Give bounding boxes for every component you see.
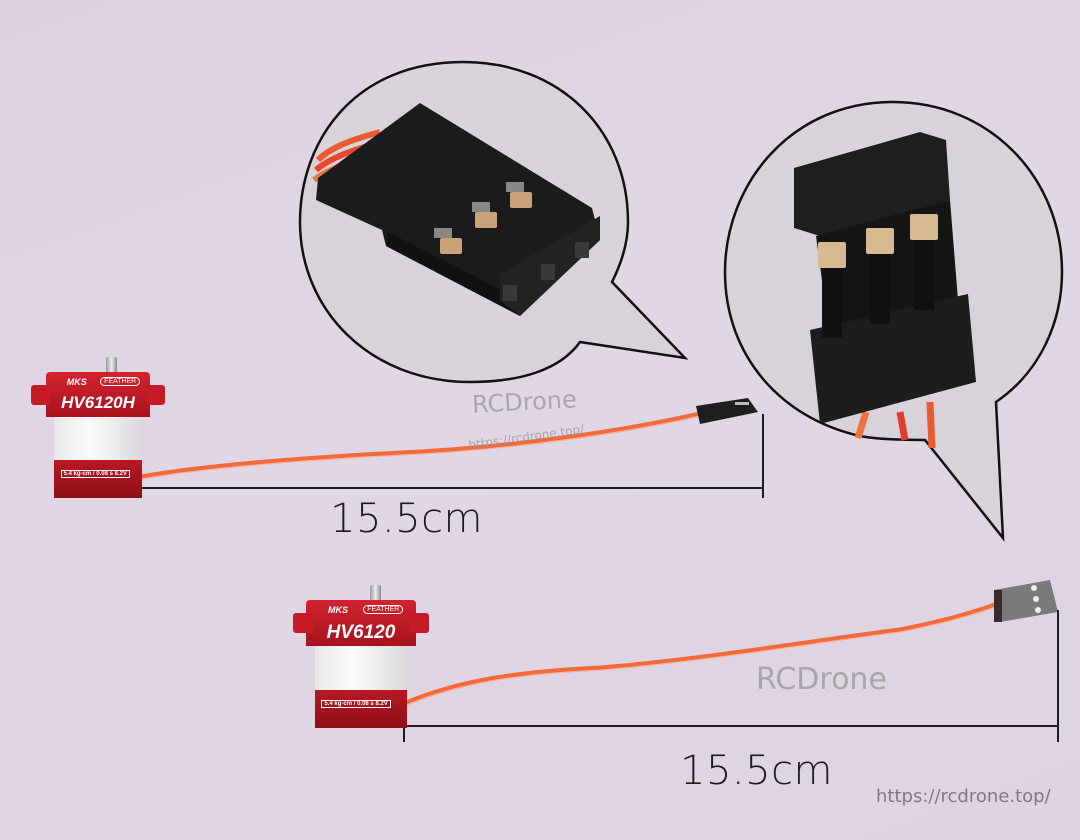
top-small-connector	[696, 398, 758, 424]
top-dimension-line	[129, 414, 764, 498]
watermark-brand-top: RCDrone	[471, 385, 578, 419]
callout-bubble-top-connector	[298, 60, 689, 384]
output-gear-icon	[369, 584, 381, 603]
mount-tab-right	[145, 384, 165, 405]
servo-top: MKS FEATHER HV6120H 5.4 kg-cm / 0.08 s 8…	[31, 356, 165, 498]
bottom-length-label: 15.5cm	[680, 748, 834, 794]
servo-spec: 5.4 kg-cm / 0.08 s 8.2V	[60, 470, 130, 479]
mount-tab-right	[409, 612, 430, 634]
bottom-small-connector	[994, 580, 1058, 622]
mount-tab-left	[31, 384, 51, 405]
watermark-brand-bottom: RCDrone	[756, 662, 887, 697]
servo-brand: MKS	[66, 377, 87, 388]
servo-bottom-case	[54, 460, 142, 498]
servo-bottom-case	[314, 689, 408, 728]
servo-middle-case	[314, 646, 408, 690]
top-length-label: 15.5cm	[330, 496, 484, 542]
servo-bottom: MKS FEATHER HV6120 5.4 kg-cm / 0.08 s 8.…	[292, 584, 430, 728]
servo-sub-brand: FEATHER	[100, 377, 141, 387]
servo-top-case	[306, 600, 416, 647]
servo-sub-brand: FEATHER	[363, 605, 404, 615]
servo-brand: MKS	[328, 605, 348, 616]
servo-model: HV6120	[326, 621, 396, 643]
output-gear-icon	[106, 356, 117, 375]
callout-bubble-front-connector	[723, 100, 1064, 542]
servo-middle-case	[54, 417, 142, 461]
watermark-url-bottom: https://rcdrone.top/	[876, 786, 1051, 807]
servo-model: HV6120H	[61, 393, 135, 413]
servo-spec: 5.4 kg-cm / 0.08 s 8.2V	[321, 699, 391, 708]
top-servo-lead	[134, 411, 701, 481]
bottom-servo-lead	[403, 601, 999, 707]
mount-tab-left	[292, 612, 313, 634]
servo-top-case	[46, 372, 150, 418]
